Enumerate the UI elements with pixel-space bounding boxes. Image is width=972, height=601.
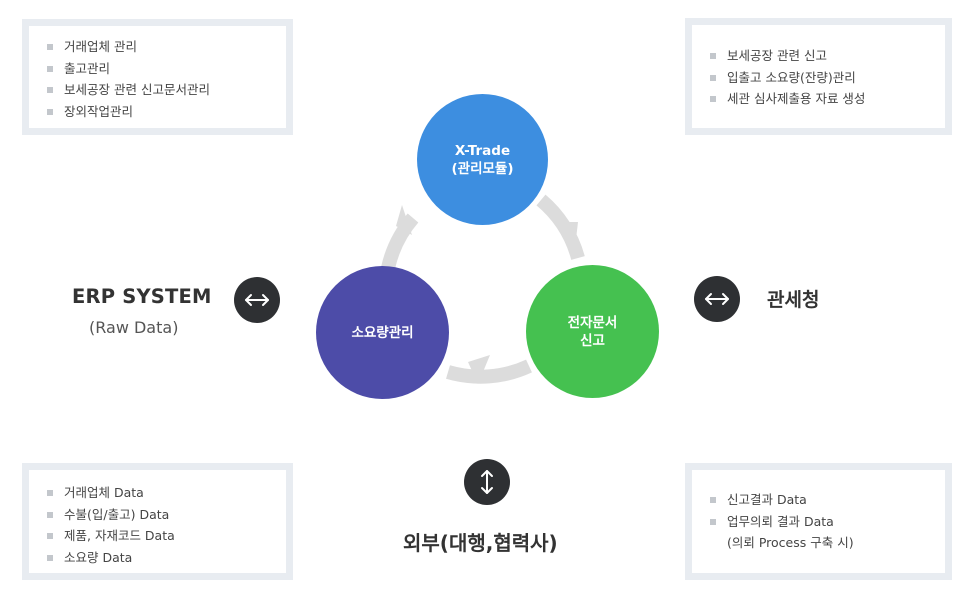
erp-system-title: ERP SYSTEM	[72, 285, 212, 308]
bullet-icon	[47, 44, 53, 50]
list-item: 거래업체 Data	[29, 482, 286, 504]
usage-node: 소요량관리	[316, 266, 449, 399]
list-item: 업무의뢰 결과 Data	[692, 511, 945, 533]
list-item: 장외작업관리	[29, 101, 286, 123]
xtrade-node: X-Trade (관리모듈)	[417, 94, 548, 225]
bidirectional-arrow-icon	[234, 277, 280, 323]
list-item: 거래업체 관리	[29, 36, 286, 58]
bullet-icon	[47, 554, 53, 561]
usage-node-title: 소요량관리	[351, 324, 414, 341]
edoc-node-line1: 전자문서	[567, 314, 618, 331]
list-item: 보세공장 관련 신고	[692, 45, 945, 67]
bullet-icon	[710, 96, 716, 102]
bullet-icon	[47, 511, 53, 518]
arrowhead-right	[558, 222, 578, 248]
bullet-icon	[47, 490, 53, 496]
bullet-icon	[47, 533, 53, 539]
bullet-icon	[47, 87, 53, 93]
bullet-icon	[47, 108, 53, 115]
list-item: 제품, 자재코드 Data	[29, 525, 286, 547]
list-item: 소요량 Data	[29, 547, 286, 569]
erp-system-subtitle: (Raw Data)	[89, 318, 179, 337]
bullet-icon	[710, 518, 716, 525]
arc-edoc-to-usage	[446, 359, 532, 384]
edoc-node: 전자문서 신고	[526, 265, 659, 398]
bullet-icon	[710, 53, 716, 59]
xtrade-node-subtitle: (관리모듈)	[451, 160, 514, 177]
bullet-icon	[710, 497, 716, 503]
bullet-icon	[710, 74, 716, 81]
bidirectional-arrow-icon	[694, 276, 740, 322]
list-item: 신고결과 Data	[692, 489, 945, 511]
external-partners-title: 외부(대행,협력사)	[403, 531, 558, 555]
external-data-box: 신고결과 Data 업무의뢰 결과 Data (의뢰 Process 구축 시)	[685, 463, 952, 580]
bullet-icon	[47, 65, 53, 72]
list-item: 입출고 소요량(잔량)관리	[692, 67, 945, 89]
erp-features-box: 거래업체 관리 출고관리 보세공장 관련 신고문서관리 장외작업관리	[22, 19, 293, 135]
list-item: 보세공장 관련 신고문서관리	[29, 79, 286, 101]
list-item: (의뢰 Process 구축 시)	[727, 535, 854, 550]
customs-title: 관세청	[767, 289, 820, 311]
arrowhead-left	[396, 205, 412, 235]
erp-data-box: 거래업체 Data 수불(입/출고) Data 제품, 자재코드 Data 소요…	[22, 463, 293, 580]
list-item: 출고관리	[29, 58, 286, 80]
arc-usage-to-xtrade	[381, 213, 419, 270]
xtrade-node-title: X-Trade	[454, 142, 511, 159]
vertical-bidirectional-arrow-icon	[464, 459, 510, 505]
list-item: 수불(입/출고) Data	[29, 504, 286, 526]
customs-features-box: 보세공장 관련 신고 입출고 소요량(잔량)관리 세관 심사제출용 자료 생성	[685, 18, 952, 135]
arrowhead-bottom	[468, 355, 490, 384]
list-item: 세관 심사제출용 자료 생성	[692, 88, 945, 110]
edoc-node-line2: 신고	[580, 332, 605, 349]
